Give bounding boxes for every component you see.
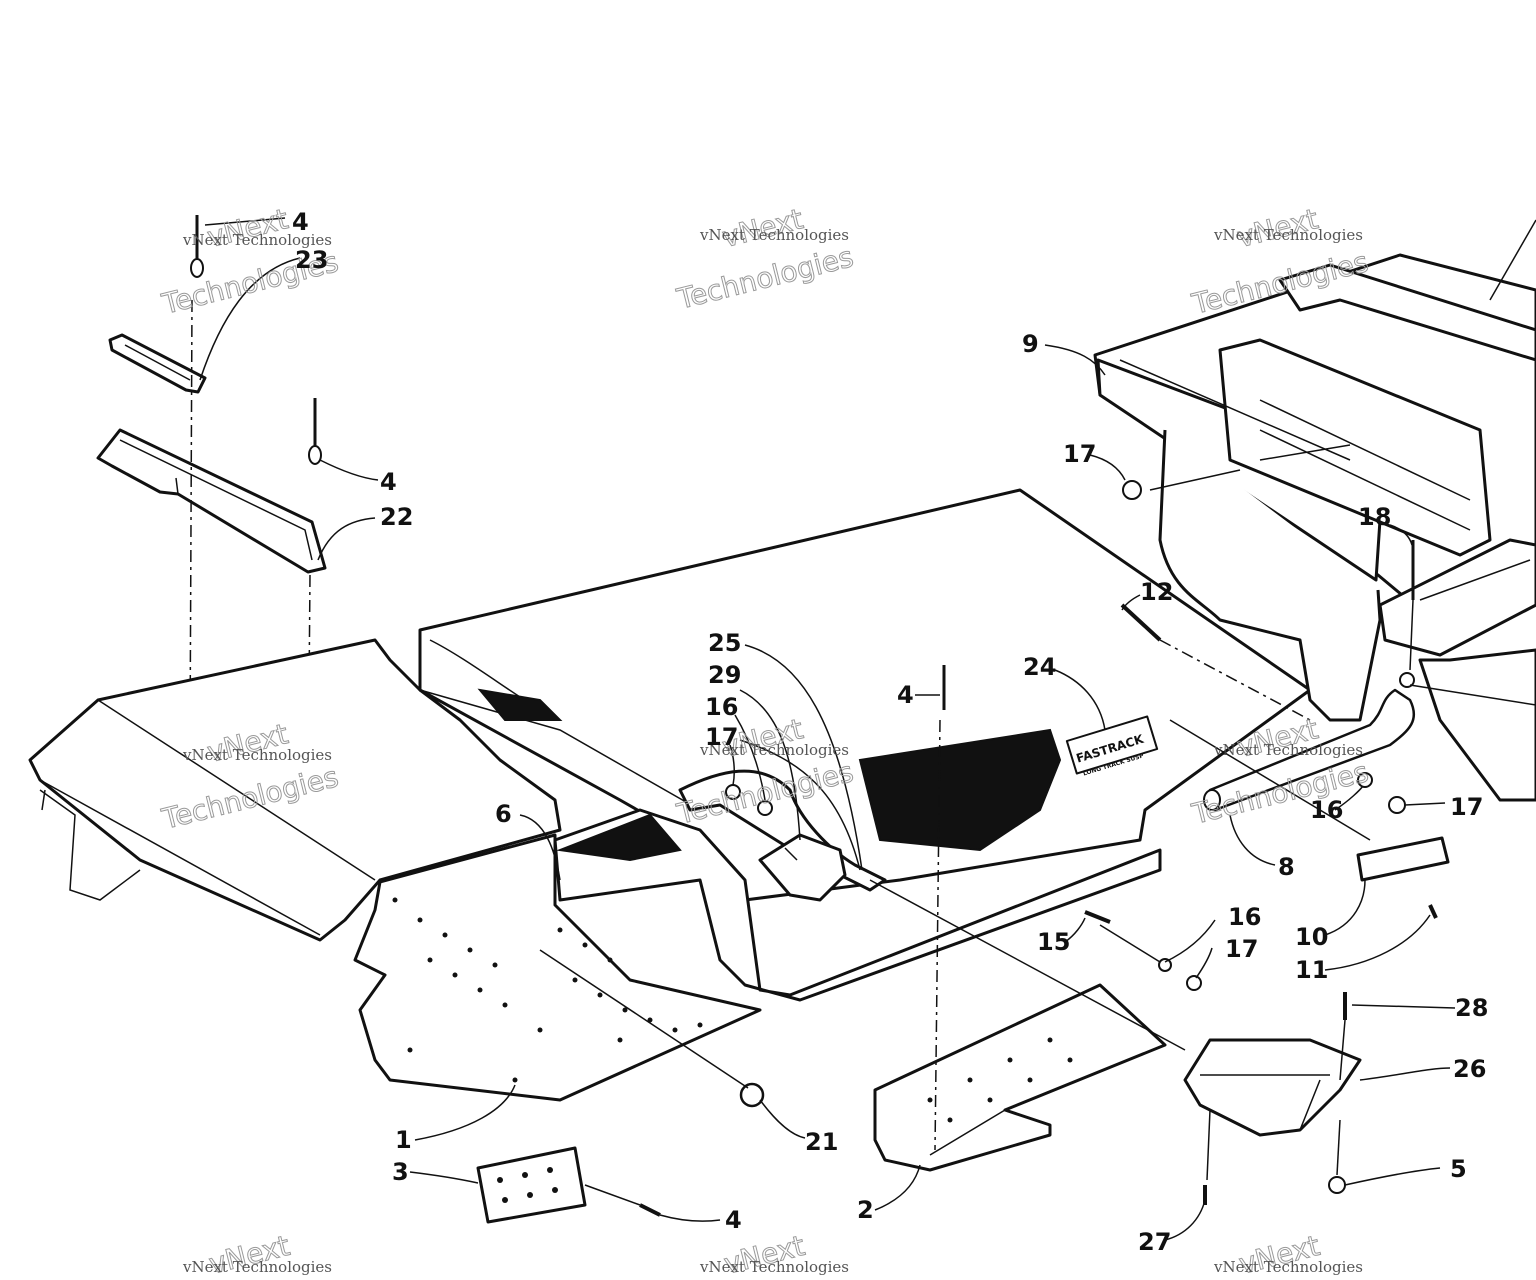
watermark-small: vNext Technologies (699, 1258, 849, 1276)
callout-15: 15 (1037, 928, 1070, 956)
watermark-small: vNext Technologies (1213, 1258, 1363, 1276)
hardware-small (639, 480, 1438, 1217)
tunnel-top-panel (418, 488, 1312, 902)
callout-17: 17 (705, 723, 738, 751)
callout-25: 25 (708, 629, 741, 657)
callout-18: 18 (1358, 503, 1391, 531)
part-22-mounting-rail (96, 428, 327, 574)
rivet-4-d (639, 1203, 661, 1217)
rivet-4-mid (308, 398, 322, 465)
part-3-plate (476, 1146, 587, 1224)
nut-5 (1328, 1176, 1346, 1194)
watermark-small: vNext Technologies (182, 231, 332, 249)
watermark-line2: Technologies (673, 240, 856, 316)
callout-12: 12 (1140, 578, 1173, 606)
callout-8: 8 (1278, 853, 1295, 881)
callout-26: 26 (1453, 1055, 1486, 1083)
nut-17-c (1388, 796, 1406, 814)
callout-4: 4 (897, 681, 914, 709)
callout-9: 9 (1022, 330, 1039, 358)
callout-11: 11 (1295, 956, 1328, 984)
callout-10: 10 (1295, 923, 1328, 951)
callout-2: 2 (857, 1196, 874, 1224)
callout-22: 22 (380, 503, 413, 531)
callout-leaders (199, 217, 1456, 1241)
part-26-mount-block (1183, 1038, 1362, 1137)
callout-3: 3 (392, 1158, 409, 1186)
callout-4: 4 (292, 208, 309, 236)
callout-17: 17 (1225, 935, 1258, 963)
part-9-rear-bumper-frame (1093, 219, 1536, 802)
screw-11 (1428, 904, 1438, 919)
washer-16-b (1357, 772, 1373, 788)
part-24-decal: FASTRACK LONG TRACK SUSP (1065, 715, 1159, 778)
callout-16: 16 (1228, 903, 1261, 931)
assembly-lines (539, 444, 1536, 1206)
callout-27: 27 (1138, 1228, 1171, 1256)
washer-16-c (1158, 958, 1172, 972)
watermark-small: vNext Technologies (699, 226, 849, 244)
nut-17-d (1186, 975, 1202, 991)
callout-labels: 4 23 4 22 9 17 18 12 25 29 16 17 4 24 6 … (292, 208, 1488, 1256)
bolt-12 (1120, 603, 1162, 642)
watermark-small: vNext Technologies (182, 746, 332, 764)
part-2-floor-bracket (873, 983, 1167, 1172)
nut-right (1399, 672, 1415, 688)
part-8-rod (1203, 688, 1416, 812)
callout-23: 23 (295, 246, 328, 274)
callout-1: 1 (395, 1126, 412, 1154)
callout-16: 16 (705, 693, 738, 721)
callout-4: 4 (380, 468, 397, 496)
watermark-small: vNext Technologies (699, 741, 849, 759)
callout-24: 24 (1023, 653, 1056, 681)
part-1-side-panel (28, 638, 762, 1102)
watermark-small: vNext Technologies (1213, 226, 1363, 244)
part-1-hole-pattern (392, 897, 703, 1083)
callout-4: 4 (725, 1206, 742, 1234)
part-6-tunnel-side (477, 688, 1162, 1002)
callout-6: 6 (495, 800, 512, 828)
part-23-strap (108, 333, 207, 394)
watermark-small: vNext Technologies (1213, 741, 1363, 759)
nut-17-a (1122, 480, 1142, 500)
bolt-15 (1084, 910, 1111, 924)
callout-29: 29 (708, 661, 741, 689)
washer-16-a (757, 800, 773, 816)
rivet-4-top (190, 215, 204, 278)
callout-5: 5 (1450, 1155, 1467, 1183)
plug-21 (739, 1082, 765, 1108)
callout-17: 17 (1063, 440, 1096, 468)
callout-28: 28 (1455, 994, 1488, 1022)
callout-16: 16 (1310, 796, 1343, 824)
callout-21: 21 (805, 1128, 838, 1156)
callout-17: 17 (1450, 793, 1483, 821)
watermark-small: vNext Technologies (182, 1258, 332, 1276)
part-10-reflector (1356, 836, 1450, 882)
